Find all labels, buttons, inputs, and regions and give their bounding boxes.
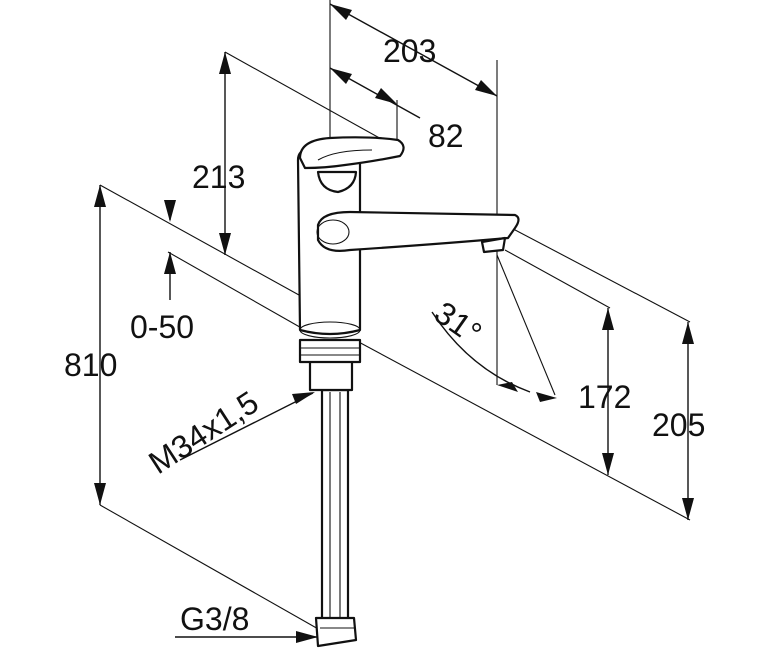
label-thread: M34x1,5 (142, 384, 265, 481)
arrow-thread (292, 392, 315, 404)
dimension-labels: 203 82 213 0-50 810 31° 172 205 M34x1,5 … (64, 33, 705, 637)
arrow-172-bottom (602, 453, 614, 475)
label-213: 213 (192, 159, 245, 195)
faucet (296, 136, 520, 648)
arrow-213-top (219, 52, 231, 74)
arrow-31-a (497, 382, 518, 392)
angle-arc-31 (431, 311, 531, 393)
mounting-nut (308, 358, 354, 392)
handle-neck (316, 170, 358, 194)
aerator (480, 236, 507, 254)
label-31-deg: 31° (428, 294, 488, 351)
dim-line-203 (329, 3, 498, 97)
arrow-82-start (330, 68, 352, 84)
base-flange (298, 338, 362, 364)
leader-thread (179, 392, 314, 461)
arrow-0-50-bottom (164, 252, 176, 274)
label-172: 172 (578, 379, 631, 415)
arrow-205-top (682, 322, 694, 344)
arrow-810-top (94, 185, 106, 207)
arrow-203-end (475, 80, 497, 96)
extension-lines (99, 0, 691, 631)
arrow-0-50-top (164, 200, 176, 222)
arrow-205-bottom (682, 498, 694, 520)
hose-fitting (314, 616, 358, 648)
label-connection: G3/8 (180, 601, 249, 637)
arrow-203-start (330, 4, 352, 20)
lever-handle (298, 136, 405, 170)
supply-hose (320, 388, 350, 627)
label-203: 203 (383, 33, 436, 69)
arrow-213-bottom (219, 233, 231, 255)
arrow-172-top (602, 308, 614, 330)
label-205: 205 (652, 407, 705, 443)
arrow-connection (296, 631, 318, 643)
dimension-lines (94, 3, 694, 643)
label-810: 810 (64, 347, 117, 383)
arrow-82-end (375, 88, 397, 104)
label-0-50: 0-50 (130, 309, 194, 345)
arrow-810-bottom (94, 483, 106, 505)
arrow-31-b (536, 392, 557, 402)
label-82: 82 (428, 118, 464, 154)
